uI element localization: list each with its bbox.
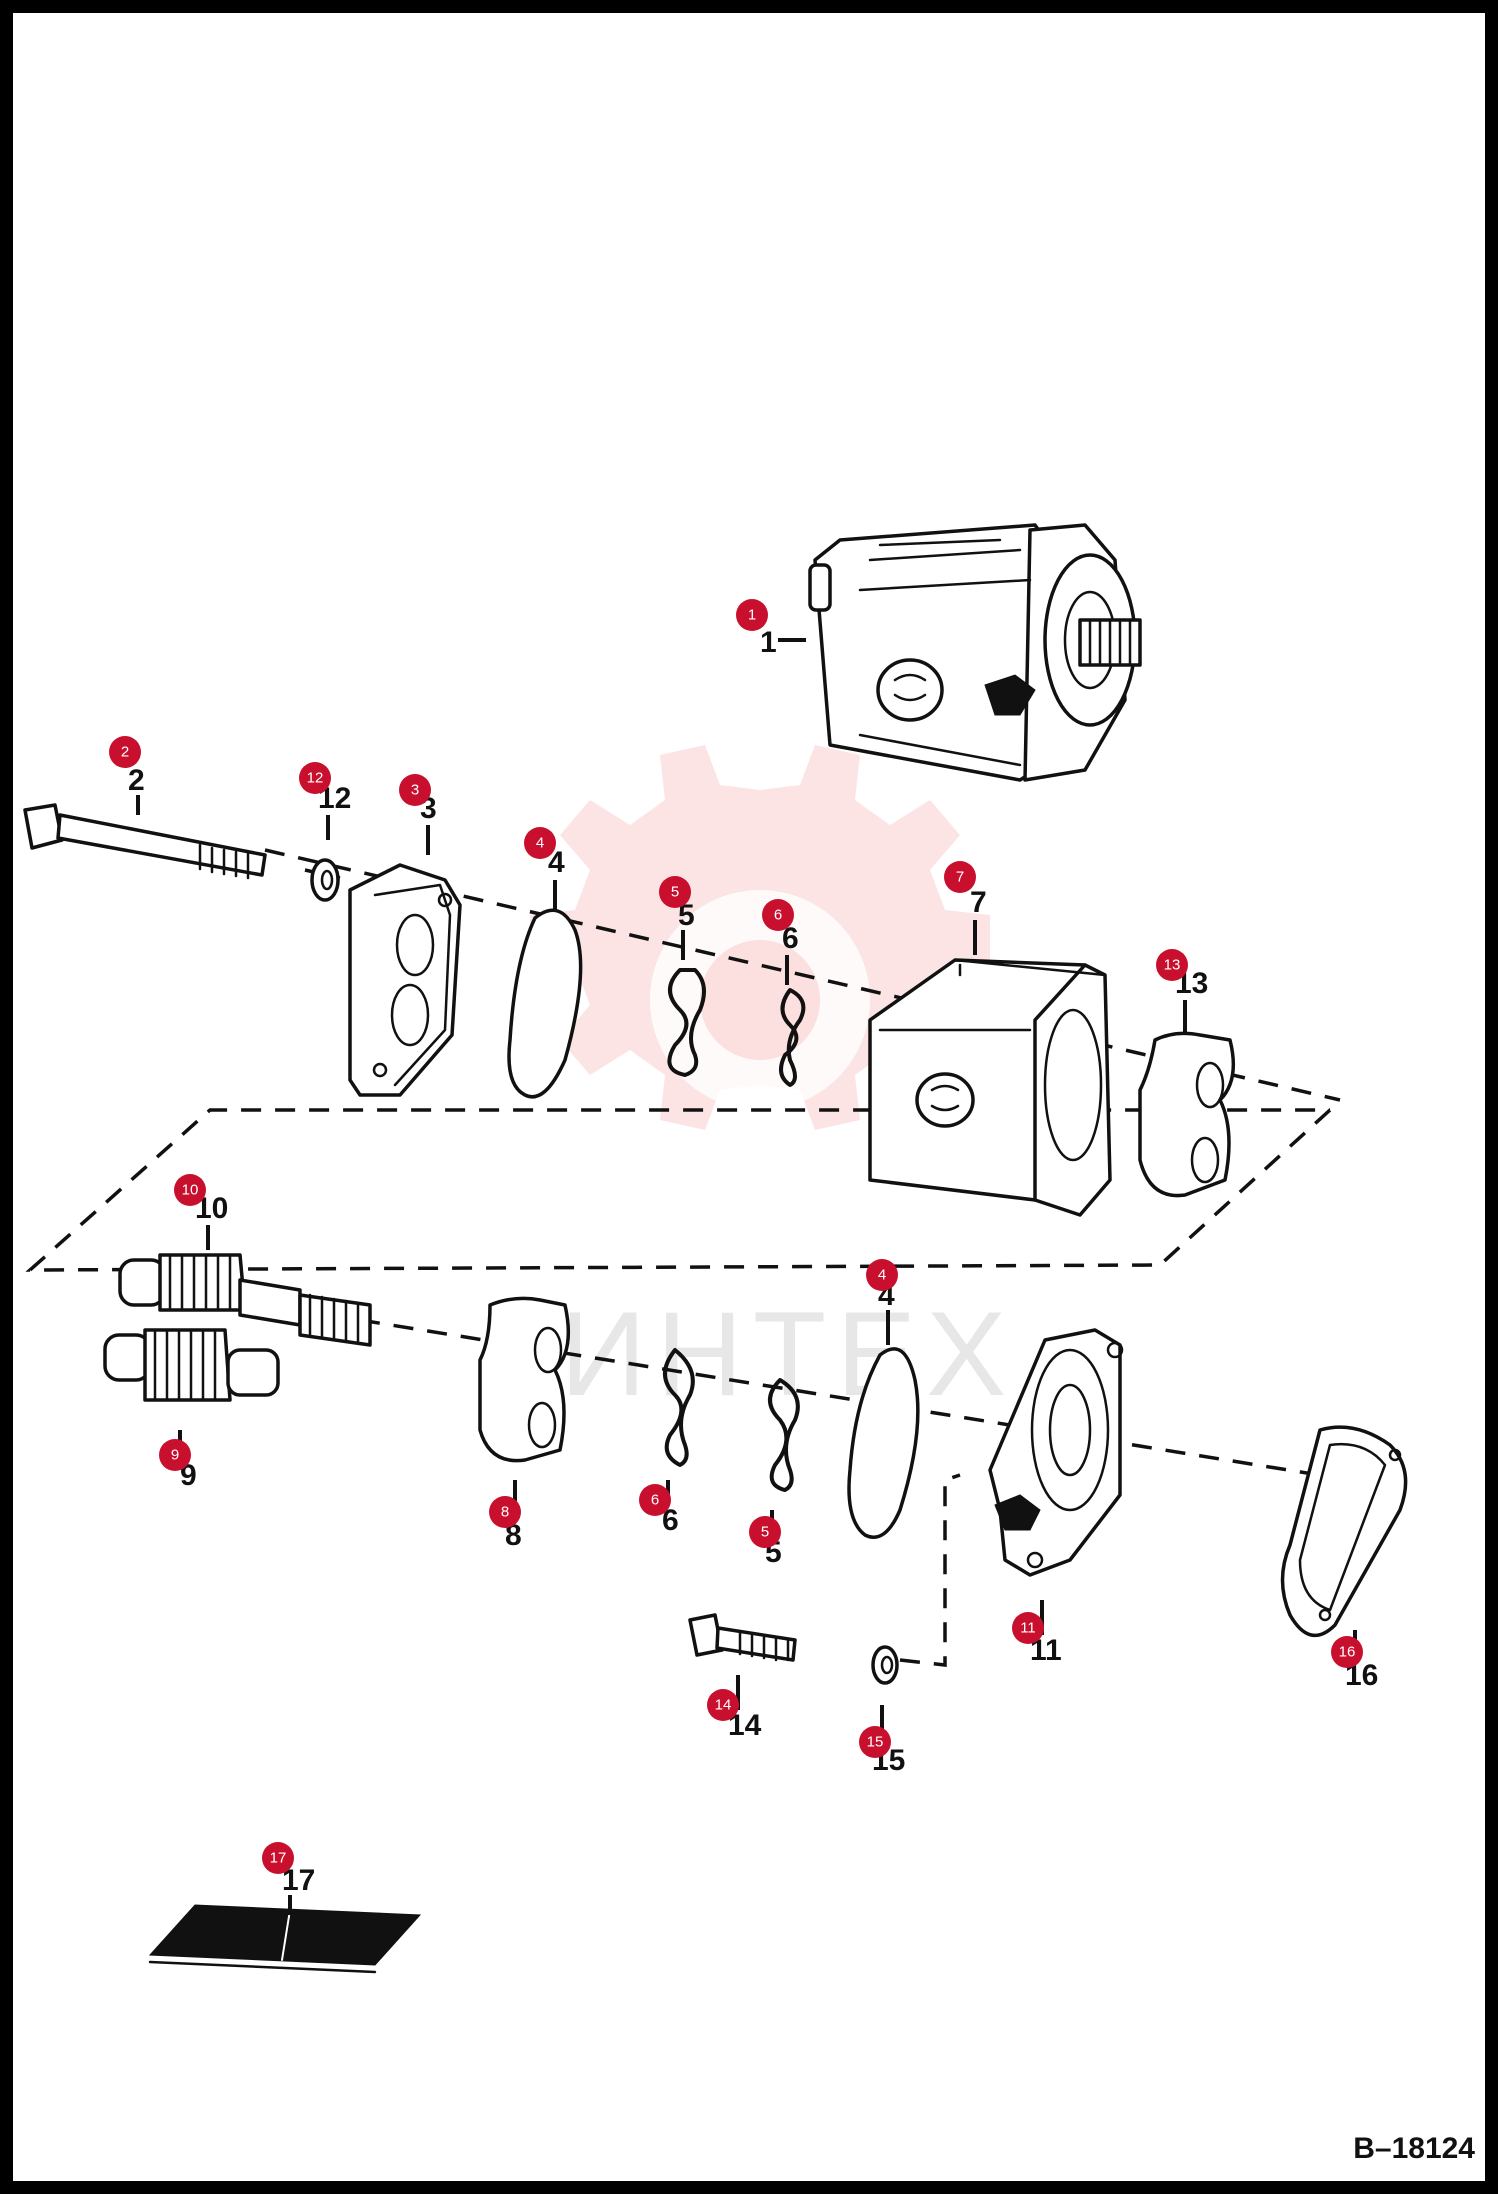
svg-text:9: 9 (171, 1447, 179, 1464)
callout-5-upper[interactable]: 5 (659, 876, 691, 908)
svg-text:4: 4 (548, 846, 565, 879)
part-8-bearing-block (478, 1296, 571, 1463)
svg-text:7: 7 (970, 886, 987, 919)
callout-6-upper[interactable]: 6 (762, 899, 794, 931)
callout-14[interactable]: 14 (707, 1689, 739, 1721)
part-16-gasket (1280, 1425, 1408, 1638)
part-3-end-cover (348, 863, 462, 1097)
part-12-washer (310, 858, 340, 902)
svg-text:7: 7 (956, 869, 964, 886)
svg-text:3: 3 (411, 782, 419, 799)
svg-text:2: 2 (128, 764, 145, 797)
callout-15[interactable]: 15 (859, 1726, 891, 1758)
callout-3[interactable]: 3 (399, 774, 431, 806)
callout-7[interactable]: 7 (944, 861, 976, 893)
svg-text:6: 6 (662, 1504, 679, 1537)
part-1-pump-assembly (808, 523, 1142, 782)
callout-12[interactable]: 12 (299, 762, 331, 794)
part-13-bearing-block (1138, 1031, 1236, 1198)
svg-text:1: 1 (748, 607, 756, 624)
part-9-driven-gear (103, 1328, 280, 1402)
svg-text:4: 4 (878, 1267, 886, 1284)
drawing-reference: B–18124 (1353, 2132, 1475, 2165)
callout-9[interactable]: 9 (159, 1439, 191, 1471)
svg-text:4: 4 (536, 835, 544, 852)
callout-8[interactable]: 8 (489, 1496, 521, 1528)
part-6-clip-lower (663, 1348, 695, 1467)
part-14-short-bolt (688, 1613, 797, 1662)
callout-1[interactable]: 1 (736, 599, 768, 631)
callout-markers: 1 2 3 4 5 6 7 13 12 10 9 8 6 5 4 11 16 1… (109, 599, 1363, 1874)
sheet-frame (7, 7, 1491, 2187)
part-4-seal-lower (847, 1347, 920, 1539)
svg-text:8: 8 (501, 1504, 509, 1521)
callout-2[interactable]: 2 (109, 736, 141, 768)
part-5-clip-upper (667, 968, 706, 1077)
part-15-washer (871, 1645, 899, 1685)
svg-text:6: 6 (782, 922, 799, 955)
svg-text:11: 11 (1020, 1620, 1036, 1637)
callout-4-lower[interactable]: 4 (866, 1259, 898, 1291)
svg-text:6: 6 (774, 907, 782, 924)
svg-text:2: 2 (121, 744, 129, 761)
part-2-long-bolt (23, 803, 267, 880)
part-11-mounting-flange (988, 1328, 1124, 1577)
svg-text:13: 13 (1164, 957, 1181, 974)
svg-text:5: 5 (671, 884, 679, 901)
watermark-text: ИНТЕХ (560, 1287, 1016, 1421)
callout-6-lower[interactable]: 6 (639, 1484, 671, 1516)
callout-17[interactable]: 17 (262, 1842, 294, 1874)
svg-text:14: 14 (715, 1697, 732, 1714)
callout-11[interactable]: 11 (1012, 1612, 1044, 1644)
svg-text:5: 5 (761, 1524, 769, 1541)
callout-5-lower[interactable]: 5 (749, 1516, 781, 1548)
callout-4-upper[interactable]: 4 (524, 827, 556, 859)
part-5-clip-lower (768, 1378, 800, 1492)
svg-text:15: 15 (867, 1734, 884, 1751)
callout-10[interactable]: 10 (174, 1174, 206, 1206)
svg-text:16: 16 (1339, 1644, 1356, 1661)
svg-text:10: 10 (182, 1182, 199, 1199)
part-6-clip-upper (779, 988, 806, 1087)
part-7-body-housing (868, 958, 1112, 1217)
svg-text:1: 1 (760, 626, 777, 659)
callout-16[interactable]: 16 (1331, 1636, 1363, 1668)
part-17-sealant-strip (148, 1904, 422, 1974)
svg-text:5: 5 (678, 899, 695, 932)
part-10-drive-gear (118, 1253, 372, 1347)
svg-text:12: 12 (307, 770, 324, 787)
svg-text:17: 17 (270, 1850, 287, 1867)
part-4-seal-upper (507, 908, 583, 1099)
svg-text:6: 6 (651, 1492, 659, 1509)
callout-13[interactable]: 13 (1156, 949, 1188, 981)
